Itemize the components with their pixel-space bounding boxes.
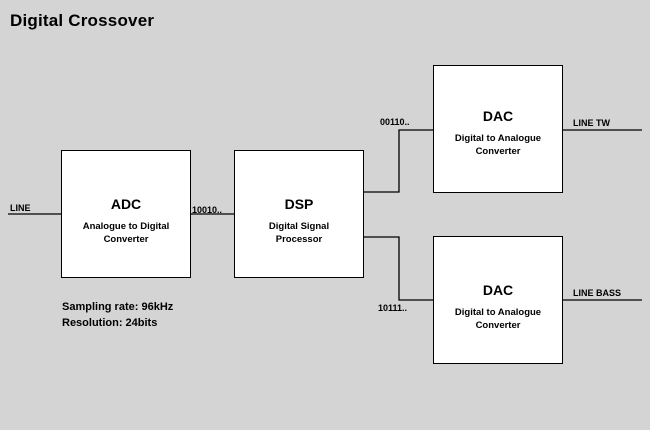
dsp-block-desc-line1: Digital Signal [268, 221, 330, 232]
dsp-block-desc-line2: Processor [275, 234, 323, 245]
signal-label-line-bass: LINE BASS [573, 288, 622, 298]
dac-top-block-name: DAC [482, 108, 514, 124]
dac-top-block-desc-line2: Converter [475, 146, 521, 157]
wire-dsp-dac-bottom [364, 236, 433, 301]
adc-specs: Sampling rate: 96kHz Resolution: 24bits [62, 299, 173, 331]
adc-block: ADC Analogue to Digital Converter [61, 150, 191, 278]
signal-label-dsp-dac-top: 00110.. [380, 117, 410, 127]
dac-bottom-block-desc-line1: Digital to Analogue [454, 307, 542, 318]
dsp-block-name: DSP [284, 196, 314, 212]
dac-bottom-block: DAC Digital to Analogue Converter [433, 236, 563, 364]
dac-top-block-desc-line1: Digital to Analogue [454, 133, 542, 144]
wire-dsp-dac-top [364, 129, 433, 193]
signal-label-dsp-dac-bottom: 10111.. [378, 303, 408, 313]
sampling-rate-text: Sampling rate: 96kHz [62, 301, 174, 313]
adc-block-desc-line2: Converter [103, 234, 149, 245]
resolution-text: Resolution: 24bits [62, 317, 158, 329]
signal-label-line-in: LINE [10, 203, 31, 213]
signal-label-adc-dsp: 10010.. [192, 205, 223, 215]
dac-top-block: DAC Digital to Analogue Converter [433, 65, 563, 193]
adc-block-desc-line1: Analogue to Digital [82, 221, 170, 232]
dsp-block: DSP Digital Signal Processor [234, 150, 364, 278]
dac-bottom-block-name: DAC [482, 282, 514, 298]
signal-label-line-tw: LINE TW [573, 118, 610, 128]
diagram-title: Digital Crossover [10, 11, 155, 30]
adc-block-name: ADC [110, 196, 142, 212]
dac-bottom-block-desc-line2: Converter [475, 320, 521, 331]
